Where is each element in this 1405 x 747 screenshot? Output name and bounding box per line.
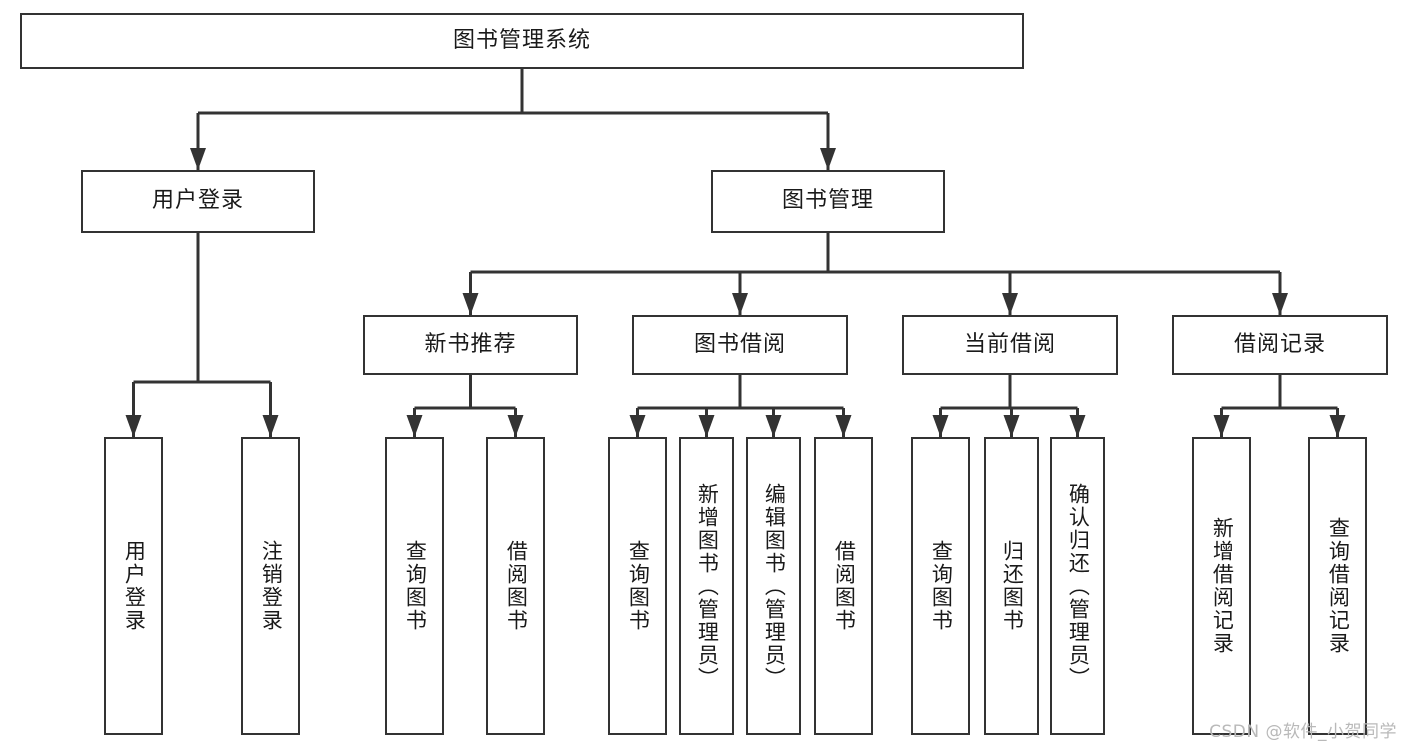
leaf-current-return-book[interactable]: 归还图书	[984, 437, 1039, 735]
node-label: 图书管理	[781, 188, 874, 214]
node-label: 查询图书	[626, 540, 651, 632]
leaf-borrow-add-book-admin[interactable]: 新增图书（管理员）	[679, 437, 734, 735]
node-label: 编辑图书（管理员）	[762, 482, 787, 690]
node-label: 注销登录	[259, 540, 284, 632]
node-book-manage[interactable]: 图书管理	[711, 170, 945, 233]
node-root[interactable]: 图书管理系统	[20, 13, 1024, 69]
leaf-borrow-borrow-book[interactable]: 借阅图书	[814, 437, 873, 735]
node-label: 借阅记录	[1233, 331, 1326, 357]
node-label: 图书借阅	[693, 331, 786, 357]
node-label: 用户登录	[151, 188, 244, 214]
node-label: 查询图书	[929, 540, 954, 632]
node-book-borrow[interactable]: 图书借阅	[632, 315, 848, 375]
node-label: 当前借阅	[963, 331, 1056, 357]
node-label: 借阅图书	[832, 540, 857, 632]
leaf-record-query-borrow-record[interactable]: 查询借阅记录	[1308, 437, 1367, 735]
node-new-book-recommend[interactable]: 新书推荐	[363, 315, 578, 375]
leaf-borrow-edit-book-admin[interactable]: 编辑图书（管理员）	[746, 437, 801, 735]
leaf-current-query-book[interactable]: 查询图书	[911, 437, 970, 735]
watermark: CSDN @软件_小贺同学	[1209, 722, 1397, 742]
node-label: 查询借阅记录	[1326, 517, 1351, 655]
node-label: 归还图书	[1000, 540, 1025, 632]
node-label: 借阅图书	[504, 540, 529, 632]
leaf-current-confirm-return-admin[interactable]: 确认归还（管理员）	[1050, 437, 1105, 735]
node-borrow-record[interactable]: 借阅记录	[1172, 315, 1388, 375]
node-label: 查询图书	[403, 540, 428, 632]
leaf-user-login[interactable]: 用户登录	[104, 437, 163, 735]
leaf-recommend-borrow-book[interactable]: 借阅图书	[486, 437, 545, 735]
leaf-user-logout[interactable]: 注销登录	[241, 437, 300, 735]
node-label: 新书推荐	[424, 331, 517, 357]
node-current-borrow[interactable]: 当前借阅	[902, 315, 1118, 375]
leaf-recommend-query-book[interactable]: 查询图书	[385, 437, 444, 735]
node-label: 图书管理系统	[452, 27, 591, 53]
leaf-record-add-borrow-record[interactable]: 新增借阅记录	[1192, 437, 1251, 735]
node-label: 新增借阅记录	[1210, 517, 1235, 655]
node-label: 新增图书（管理员）	[695, 482, 720, 690]
node-label: 用户登录	[122, 540, 147, 632]
node-label: 确认归还（管理员）	[1066, 482, 1091, 690]
leaf-borrow-query-book[interactable]: 查询图书	[608, 437, 667, 735]
node-user-login[interactable]: 用户登录	[81, 170, 315, 233]
